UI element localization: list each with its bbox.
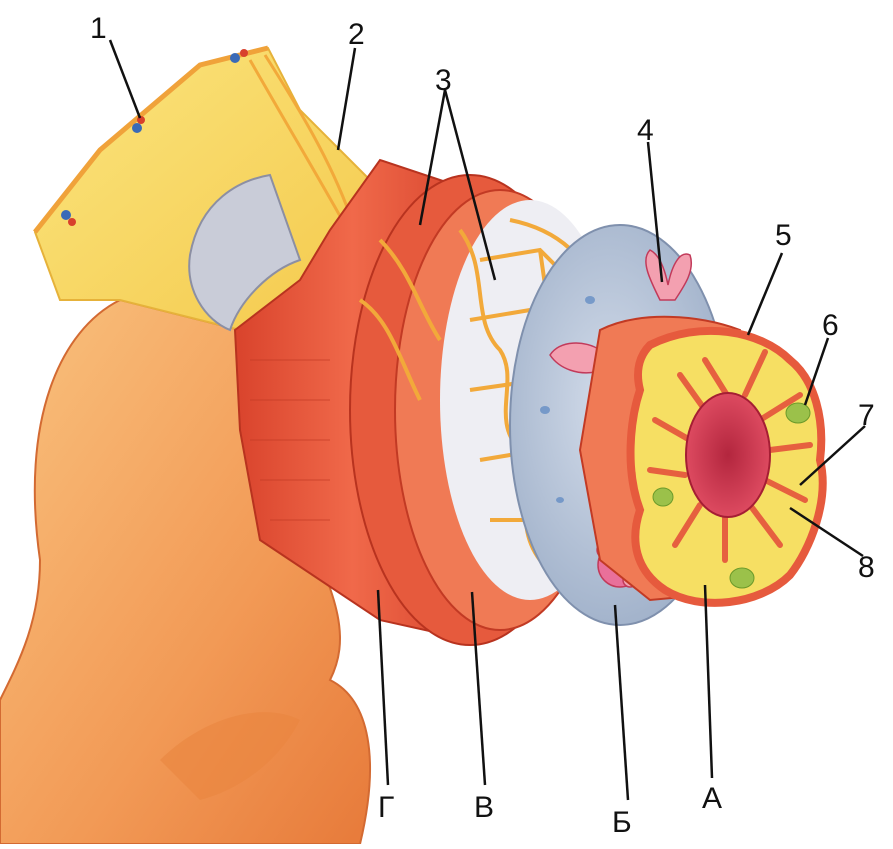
label-1: 1: [90, 12, 107, 45]
label-7: 7: [858, 399, 875, 432]
label-4: 4: [637, 114, 654, 147]
leader-1: [110, 40, 140, 118]
label-5: 5: [775, 219, 792, 252]
leader-B: [615, 605, 628, 800]
leader-2: [338, 48, 355, 150]
label-6: 6: [822, 309, 839, 342]
label-3: 3: [435, 64, 452, 97]
leader-A: [705, 585, 712, 778]
label-G: Г: [378, 791, 394, 824]
label-V: В: [474, 791, 494, 824]
label-2: 2: [348, 18, 365, 51]
label-8: 8: [858, 551, 875, 584]
leader-5: [748, 253, 782, 335]
label-A: А: [702, 782, 722, 815]
label-B: Б: [612, 806, 632, 839]
lumen: [686, 393, 770, 517]
